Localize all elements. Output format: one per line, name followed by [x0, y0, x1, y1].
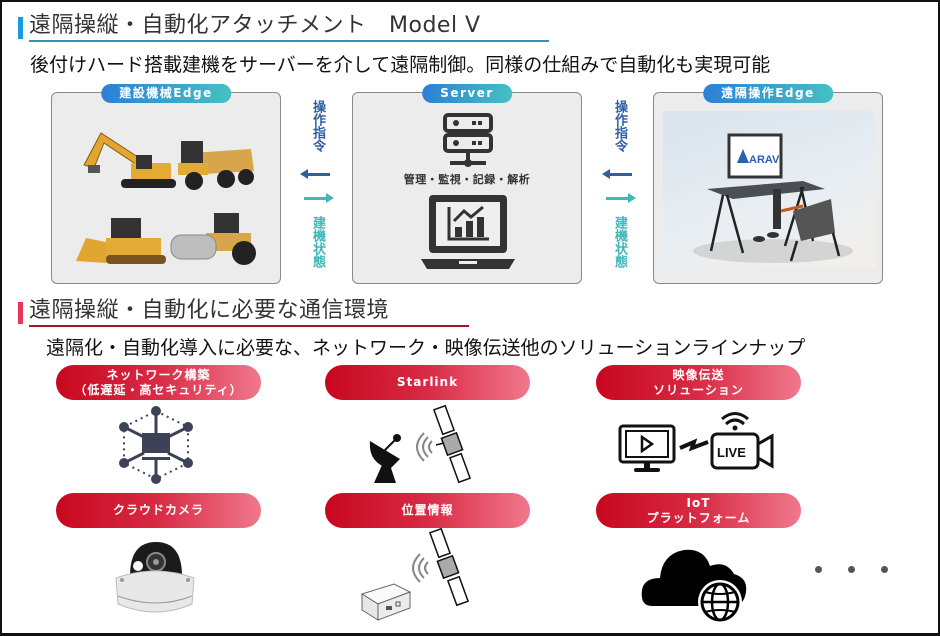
- data-flow-arrows: 操作指令 建機状態: [602, 100, 636, 286]
- live-video-icon: LIVE: [618, 412, 774, 472]
- gps-device-icon: [360, 528, 470, 621]
- panel-tag: 遠隔操作Edge: [703, 84, 833, 103]
- more-solutions-indicator: [815, 566, 888, 573]
- network-hub-icon: [119, 406, 193, 484]
- solution-location: 位置情報: [325, 493, 530, 528]
- dot-icon: [815, 566, 822, 573]
- heading-accent-bar: [18, 16, 23, 39]
- panel-tag: Server: [422, 84, 512, 103]
- arrow-right-icon: [300, 192, 334, 204]
- solution-starlink: Starlink: [325, 365, 530, 400]
- server-panel: Server 管理・監視・記録・解析: [352, 84, 582, 284]
- construction-machines-image: [76, 132, 256, 265]
- heading-accent-bar: [18, 301, 23, 324]
- arrow-left-icon: [300, 168, 334, 180]
- arrow-right-icon: [602, 192, 636, 204]
- state-label: 建機状態: [310, 216, 325, 268]
- satellite-dish-icon: [369, 404, 472, 484]
- cloud-globe-icon: [641, 549, 747, 624]
- satellite-icon: [432, 404, 472, 484]
- bulldozer-icon: [76, 218, 166, 264]
- solution-network: ネットワーク構築 （低遅延・高セキュリティ）: [56, 365, 261, 400]
- server-functions-caption: 管理・監視・記録・解析: [403, 173, 531, 186]
- svg-text:LIVE: LIVE: [717, 445, 746, 460]
- panel-tag: 建設機械Edge: [101, 84, 231, 103]
- satellite-icon: [428, 528, 470, 607]
- solution-iot: IoT プラットフォーム: [596, 493, 801, 528]
- excavator-icon: [83, 132, 176, 188]
- section-title: 遠隔操縦・自動化アタッチメント Model V: [29, 13, 549, 42]
- remote-cockpit-image: ARAV: [663, 111, 875, 268]
- state-label: 建機状態: [612, 216, 627, 268]
- server-rack-icon: [443, 113, 493, 167]
- dot-icon: [881, 566, 888, 573]
- data-flow-arrows: 操作指令 建機状態: [300, 100, 334, 286]
- section-heading-communication: 遠隔操縦・自動化に必要な通信環境: [18, 298, 469, 327]
- arav-logo: ARAV: [749, 154, 780, 166]
- construction-edge-panel: 建設機械Edge: [51, 84, 281, 284]
- arrow-left-icon: [602, 168, 636, 180]
- dome-camera-icon: [115, 542, 195, 613]
- dump-truck-icon: [178, 141, 254, 190]
- road-roller-icon: [170, 213, 256, 265]
- dot-icon: [848, 566, 855, 573]
- section-subtitle: 後付けハード搭載建機をサーバーを介して遠隔制御。同様の仕組みで自動化も実現可能: [30, 54, 771, 76]
- section-title: 遠隔操縦・自動化に必要な通信環境: [29, 298, 469, 327]
- section-subtitle: 遠隔化・自動化導入に必要な、ネットワーク・映像伝送他のソリューションラインナップ: [46, 337, 806, 359]
- remote-edge-panel: 遠隔操作Edge ARAV: [653, 84, 883, 284]
- solution-video: 映像伝送 ソリューション: [596, 365, 801, 400]
- command-label: 操作指令: [612, 100, 627, 152]
- laptop-analytics-icon: [421, 195, 515, 269]
- command-label: 操作指令: [310, 100, 325, 152]
- solution-cloud-camera: クラウドカメラ: [56, 493, 261, 528]
- section-heading-model-v: 遠隔操縦・自動化アタッチメント Model V: [18, 13, 549, 42]
